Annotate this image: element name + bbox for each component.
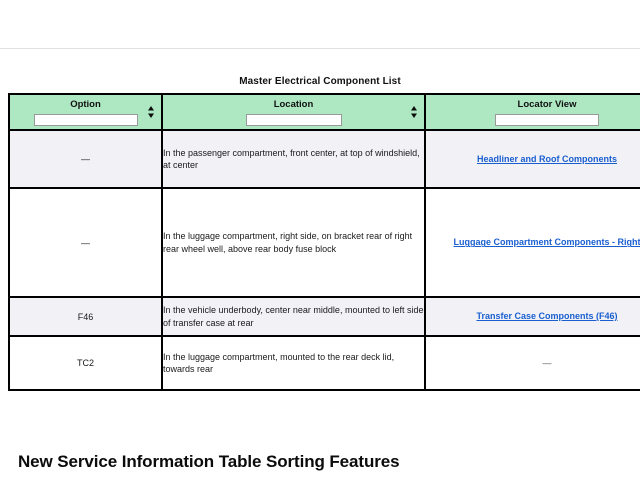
column-header-option[interactable]: Option [8, 93, 163, 131]
master-electrical-component-table: Option Location Locator [8, 93, 640, 391]
column-header-location[interactable]: Location [161, 93, 426, 131]
column-filter-input-locator-view[interactable] [495, 113, 599, 126]
column-header-option-label: Option [70, 98, 101, 110]
locator-view-link[interactable]: Transfer Case Components (F46) [476, 311, 618, 322]
table-row: TC2 In the luggage compartment, mounted … [8, 335, 640, 391]
locator-view-empty: — [542, 358, 552, 368]
cell-locator-view: — [424, 335, 640, 391]
column-filter-input-option[interactable] [33, 113, 138, 126]
cell-locator-view: Headliner and Roof Components [424, 129, 640, 189]
column-header-locator-view[interactable]: Locator View [424, 93, 640, 131]
table-row: — In the passenger compartment, front ce… [8, 129, 640, 189]
table-header-row: Option Location Locator [8, 93, 640, 131]
table-caption: Master Electrical Component List [239, 76, 401, 87]
cell-location: In the luggage compartment, right side, … [161, 187, 426, 298]
table-header: Option Location Locator [8, 93, 640, 131]
page-heading: New Service Information Table Sorting Fe… [18, 452, 400, 471]
locator-view-link[interactable]: Luggage Compartment Components - Right [453, 237, 640, 248]
cell-option: — [8, 129, 163, 189]
column-header-locator-view-label: Locator View [517, 98, 577, 110]
locator-view-link[interactable]: Headliner and Roof Components [476, 153, 617, 164]
cell-option: F46 [8, 296, 163, 337]
column-header-location-label: Location [273, 98, 314, 110]
cell-locator-view: Transfer Case Components (F46) [424, 296, 640, 337]
cell-option: — [8, 187, 163, 298]
cell-option: TC2 [8, 335, 163, 391]
table-scroll-container: Option Location Locator [8, 93, 640, 393]
cell-location: In the luggage compartment, mounted to t… [161, 335, 426, 391]
sort-updown-icon-location[interactable] [410, 105, 418, 119]
table-row: F46 In the vehicle underbody, center nea… [8, 296, 640, 337]
column-filter-input-location[interactable] [245, 113, 342, 126]
cell-location: In the vehicle underbody, center near mi… [161, 296, 426, 337]
sort-updown-icon-option[interactable] [147, 105, 155, 119]
table-row: — In the luggage compartment, right side… [8, 187, 640, 298]
cell-locator-view: Luggage Compartment Components - Right [424, 187, 640, 298]
cell-location: In the passenger compartment, front cent… [161, 129, 426, 189]
table-body: — In the passenger compartment, front ce… [8, 129, 640, 391]
top-divider-rule [0, 48, 640, 49]
